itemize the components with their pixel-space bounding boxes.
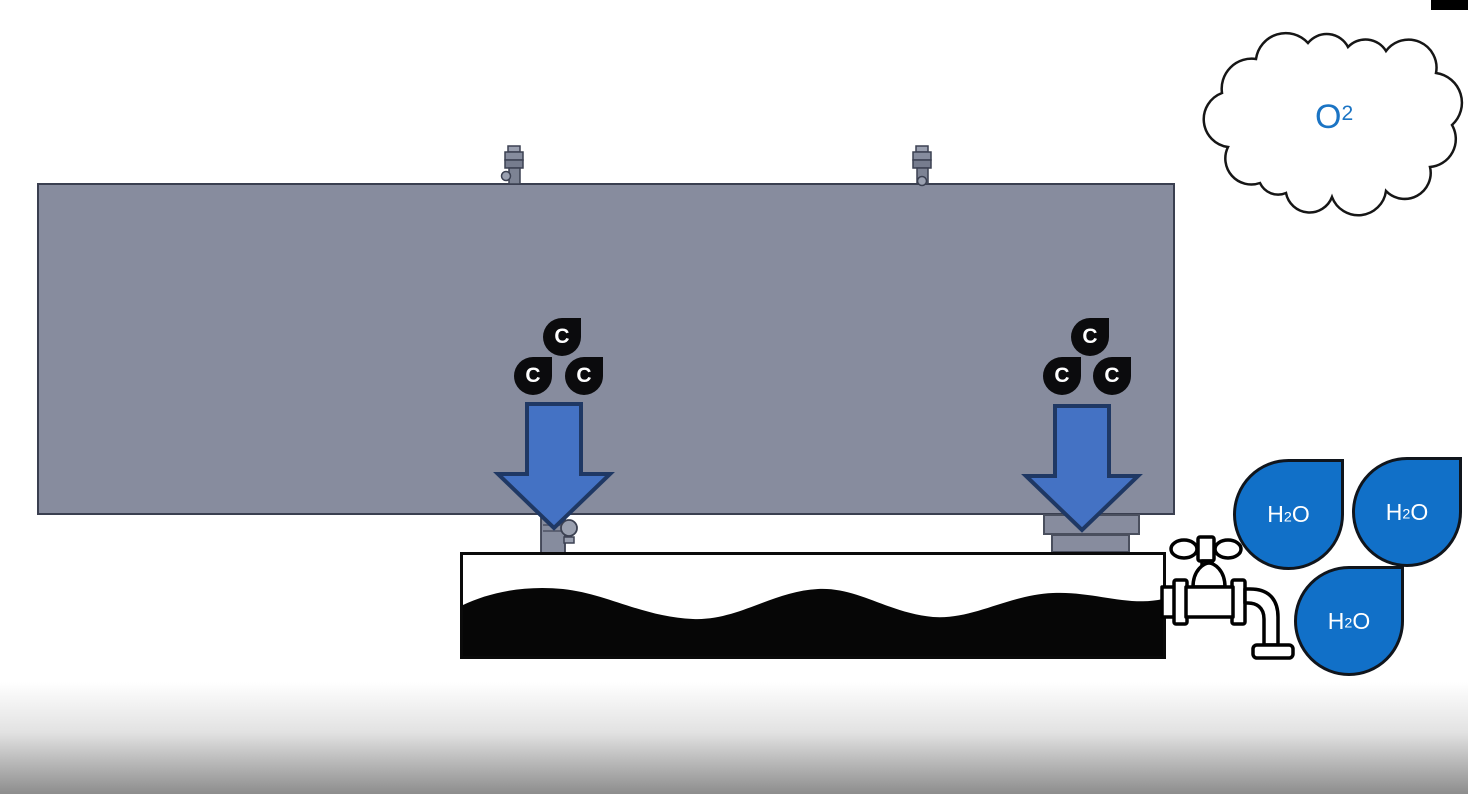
carbon-label: C bbox=[554, 325, 570, 348]
video-ui-fragment bbox=[1431, 0, 1468, 10]
carbon-drop: C bbox=[543, 318, 581, 356]
carbon-label: C bbox=[525, 364, 541, 387]
carbon-label: C bbox=[1054, 364, 1070, 387]
cloud-icon bbox=[1202, 31, 1464, 217]
faucet-icon bbox=[1160, 535, 1295, 660]
carbon-label: C bbox=[576, 364, 592, 387]
h2o-o: O bbox=[1352, 607, 1371, 634]
h2o-o: O bbox=[1291, 501, 1310, 527]
fuel-tank bbox=[37, 183, 1175, 515]
o2-subscript: 2 bbox=[1341, 101, 1354, 125]
h2o-o: O bbox=[1410, 498, 1429, 525]
carbon-drop: C bbox=[1043, 357, 1081, 395]
h2o-sub: 2 bbox=[1402, 506, 1411, 523]
carbon-label: C bbox=[1082, 325, 1098, 348]
oil-surface bbox=[463, 587, 1163, 656]
tank-outlet-pedestal bbox=[1051, 534, 1130, 553]
h2o-h: H bbox=[1385, 498, 1403, 525]
arrow-down-icon bbox=[1021, 404, 1143, 533]
h2o-h: H bbox=[1267, 501, 1284, 527]
h2o-sub: 2 bbox=[1344, 615, 1353, 632]
arrow-down-icon bbox=[493, 402, 615, 531]
h2o-h: H bbox=[1327, 607, 1345, 634]
carbon-drop: C bbox=[1071, 318, 1109, 356]
carbon-drop: C bbox=[514, 357, 552, 395]
valve-icon bbox=[500, 145, 524, 185]
oil-pan bbox=[460, 552, 1166, 659]
o2-symbol: O bbox=[1315, 98, 1342, 136]
carbon-drop: C bbox=[565, 357, 603, 395]
ground-gradient bbox=[0, 682, 1468, 794]
carbon-drop: C bbox=[1093, 357, 1131, 395]
carbon-label: C bbox=[1104, 364, 1120, 387]
valve-icon bbox=[912, 145, 932, 187]
h2o-sub: 2 bbox=[1283, 509, 1292, 526]
